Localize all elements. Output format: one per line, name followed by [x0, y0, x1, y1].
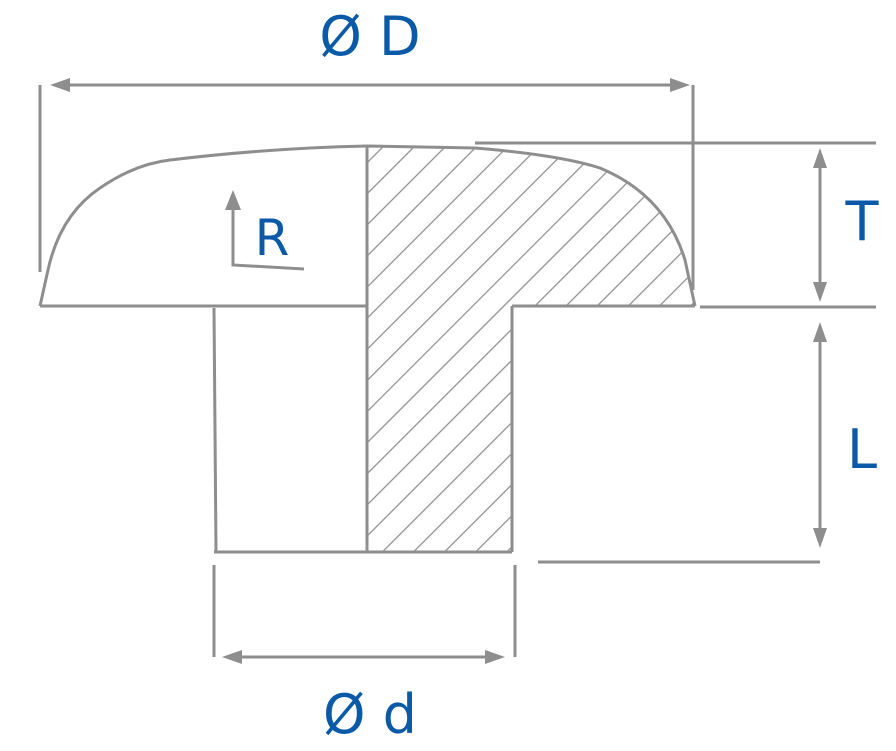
dimension-shank-length	[538, 322, 827, 564]
dimension-head-thickness	[475, 141, 876, 309]
dimension-outer-diameter	[38, 78, 695, 290]
radius-indicator	[225, 190, 305, 271]
section-hatching	[367, 146, 695, 552]
label-radius: R	[255, 209, 290, 267]
part-outline	[38, 144, 697, 554]
label-head-thickness: T	[845, 190, 880, 253]
dimension-shank-diameter	[212, 565, 517, 664]
label-shank-length: L	[847, 418, 877, 481]
label-outer-diameter: Ø D	[319, 5, 420, 68]
label-shank-diameter: Ø d	[323, 683, 417, 746]
